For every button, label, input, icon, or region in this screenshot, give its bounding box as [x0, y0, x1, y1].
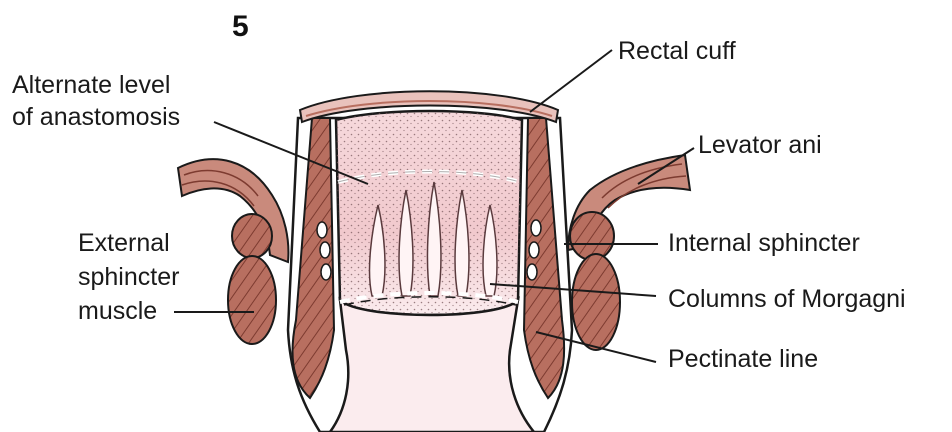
external-sphincter-right: [570, 212, 620, 350]
label-rectal-cuff: Rectal cuff: [618, 36, 736, 67]
anoderm: [330, 300, 534, 432]
label-external-sphincter-line1: External: [78, 228, 170, 259]
label-internal-sphincter: Internal sphincter: [668, 228, 860, 259]
label-alternate-level-line2: of anastomosis: [12, 102, 180, 133]
label-external-sphincter-line2: sphincter: [78, 262, 179, 293]
label-columns-of-morgagni: Columns of Morgagni: [668, 284, 906, 315]
external-sphincter-left: [228, 214, 276, 344]
label-levator-ani: Levator ani: [698, 130, 822, 161]
label-pectinate-line: Pectinate line: [668, 344, 818, 375]
label-alternate-level-line1: Alternate level: [12, 70, 170, 101]
figure-number: 5: [232, 10, 249, 44]
levator-ani-left: [178, 159, 288, 262]
label-external-sphincter-line3: muscle: [78, 296, 157, 327]
